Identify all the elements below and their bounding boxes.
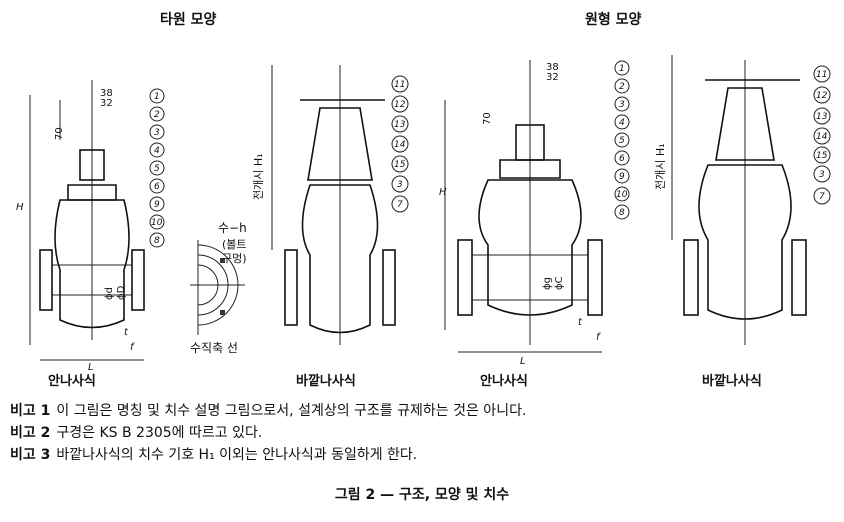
- label-inner-screw-oval: 안나사식: [48, 373, 96, 389]
- part-3: 3: [154, 128, 160, 138]
- part-4: 4: [154, 146, 160, 156]
- part-11-round: 11: [816, 70, 827, 80]
- dim-70: 70: [54, 127, 65, 140]
- dim-32: 32: [100, 98, 113, 109]
- label-outer-screw-oval: 바깥나사식: [296, 373, 356, 389]
- bolt-holes-note-1: (볼트: [222, 238, 247, 251]
- part-15-round: 15: [816, 151, 828, 161]
- dim-38: 38: [100, 88, 113, 99]
- note-2: 비고 2 구경은 KS B 2305에 따르고 있다.: [10, 422, 526, 444]
- note-text: 바깥나사식의 치수 기호 H₁ 이외는 안나사식과 동일하게 한다.: [56, 447, 418, 463]
- dim-70-round: 70: [482, 112, 493, 125]
- part-1: 1: [154, 92, 160, 102]
- valve-drawings: 타원 모양 원형 모양 H L 38 32 70 t f 1 2 3 4 5 6…: [16, 11, 831, 389]
- part-7-round: 7: [819, 192, 825, 202]
- vertical-axis-label: 수직축 선: [190, 341, 238, 355]
- dim-H: H: [16, 202, 24, 213]
- dim-phi-C: ϕC: [554, 276, 565, 290]
- part-6-round: 6: [619, 154, 625, 164]
- dim-t: t: [124, 327, 129, 338]
- dim-38-round: 38: [546, 62, 559, 73]
- part-12: 12: [394, 100, 406, 110]
- valve-oval-outer: 전개시 H₁ 11 12 13 14 15 3 7: [252, 65, 409, 345]
- dim-32-round: 32: [546, 72, 559, 83]
- part-10-round: 10: [616, 190, 628, 200]
- part-4-round: 4: [619, 118, 625, 128]
- dim-L: L: [88, 362, 94, 373]
- note-3: 비고 3 바깥나사식의 치수 기호 H₁ 이외는 안나사식과 동일하게 한다.: [10, 444, 526, 466]
- part-7: 7: [397, 200, 403, 210]
- part-10: 10: [151, 218, 163, 228]
- dim-H-round: H: [439, 187, 447, 198]
- part-9: 9: [154, 200, 160, 210]
- label-outer-screw-round: 바깥나사식: [702, 373, 762, 389]
- heading-oval: 타원 모양: [160, 12, 217, 28]
- part-11: 11: [394, 80, 405, 90]
- dim-H1: 전개시 H₁: [252, 153, 265, 200]
- notes: 비고 1 이 그림은 명칭 및 치수 설명 그림으로서, 설계상의 구조를 규제하…: [10, 400, 526, 466]
- valve-round-outer: 전개시 H₁ 11 12 13 14 15 3 7: [654, 55, 831, 345]
- part-5: 5: [154, 164, 160, 174]
- dim-t-round: t: [578, 317, 583, 328]
- figure-caption: 그림 2 — 구조, 모양 및 치수: [334, 487, 510, 503]
- dim-phi-d: ϕd: [104, 287, 115, 300]
- bolt-holes-note-2: 구멍): [222, 252, 247, 265]
- valve-round-inner: H L 38 32 70 t f ϕg ϕC 1 2 3 4 5 6 9 10 …: [439, 60, 630, 367]
- dim-H1-round: 전개시 H₁: [654, 143, 667, 190]
- part-2: 2: [154, 110, 160, 120]
- heading-round: 원형 모양: [585, 11, 642, 28]
- bolt-holes-label: 수−h: [218, 221, 247, 235]
- part-9-round: 9: [619, 172, 625, 182]
- part-14-round: 14: [816, 132, 828, 142]
- part-8: 8: [154, 236, 160, 246]
- part-13-round: 13: [816, 112, 828, 122]
- part-15: 15: [394, 160, 406, 170]
- dim-f-round: f: [596, 332, 601, 343]
- part-2-round: 2: [619, 82, 625, 92]
- part-5-round: 5: [619, 136, 625, 146]
- part-13: 13: [394, 120, 406, 130]
- valve-oval-inner: H L 38 32 70 t f 1 2 3 4 5 6 9 10 8 ϕd ϕ…: [16, 80, 165, 373]
- label-inner-screw-round: 안나사식: [480, 373, 528, 389]
- dim-f: f: [130, 342, 135, 353]
- part-1-round: 1: [619, 64, 625, 74]
- part-12-round: 12: [816, 91, 828, 101]
- dim-L-round: L: [520, 356, 526, 367]
- note-label: 비고 3: [10, 447, 51, 463]
- part-3c-round: 3: [819, 170, 825, 180]
- note-text: 이 그림은 명칭 및 치수 설명 그림으로서, 설계상의 구조를 규제하는 것은…: [56, 403, 527, 419]
- note-text: 구경은 KS B 2305에 따르고 있다.: [56, 425, 263, 441]
- dim-phi-g: ϕg: [542, 277, 553, 290]
- dim-phi-D: ϕD: [116, 285, 127, 300]
- part-3b: 3: [397, 180, 403, 190]
- part-6: 6: [154, 182, 160, 192]
- part-8-round: 8: [619, 208, 625, 218]
- part-3-round: 3: [619, 100, 625, 110]
- note-1: 비고 1 이 그림은 명칭 및 치수 설명 그림으로서, 설계상의 구조를 규제하…: [10, 400, 526, 422]
- part-14: 14: [394, 140, 406, 150]
- bolt-hole-detail: 수−h (볼트 구멍) 수직축 선: [190, 221, 247, 355]
- note-label: 비고 2: [10, 425, 51, 441]
- note-label: 비고 1: [10, 403, 51, 419]
